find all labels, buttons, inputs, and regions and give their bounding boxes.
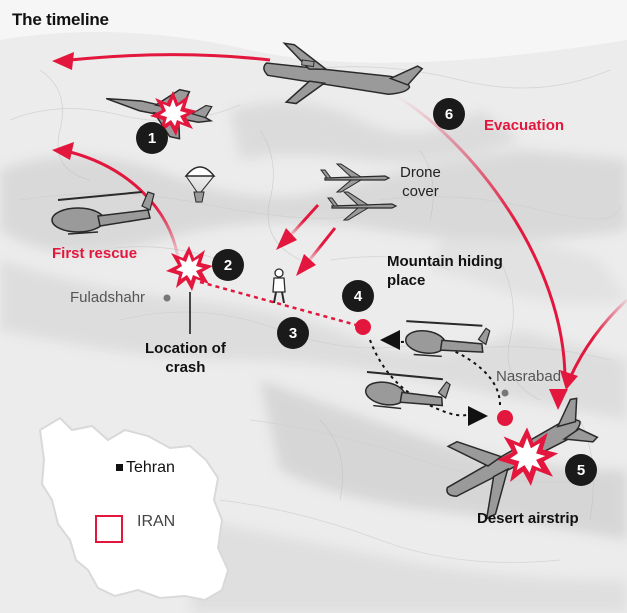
helicopter-icon bbox=[404, 320, 491, 358]
explosion-icon bbox=[497, 427, 559, 486]
helicopter-icon bbox=[364, 370, 451, 410]
desert-airstrip-label: Desert airstrip bbox=[477, 510, 579, 527]
step-marker-3: 3 bbox=[277, 317, 309, 349]
explosion-icon bbox=[166, 246, 213, 291]
map-title: The timeline bbox=[12, 10, 109, 29]
iran-outline bbox=[38, 416, 230, 602]
explosion-icon bbox=[150, 91, 197, 136]
city-marker-icon bbox=[163, 294, 171, 302]
mountain-hiding-label: Mountain hiding place bbox=[387, 253, 503, 289]
step-marker-6: 6 bbox=[433, 98, 465, 130]
area-locator-box bbox=[95, 515, 123, 543]
fuladshahr-label: Fuladshahr bbox=[70, 289, 146, 306]
step-marker-2: 2 bbox=[212, 249, 244, 281]
escape-route bbox=[199, 280, 513, 426]
drone-arrows bbox=[276, 203, 337, 276]
step-marker-4: 4 bbox=[342, 280, 374, 312]
iran-inset bbox=[38, 416, 230, 602]
evacuation-route bbox=[52, 52, 627, 410]
first-rescue-route bbox=[52, 142, 180, 259]
cargo-plane-icon bbox=[263, 42, 424, 105]
drone-icon bbox=[327, 191, 398, 221]
first-rescue-label: First rescue bbox=[52, 245, 138, 262]
evacuation-label: Evacuation bbox=[484, 117, 565, 134]
helicopter-icon bbox=[51, 191, 155, 235]
step-marker-5: 5 bbox=[565, 454, 597, 486]
city-marker-icon bbox=[116, 464, 123, 471]
tehran-label: Tehran bbox=[126, 459, 175, 476]
hiding-place-marker bbox=[355, 319, 371, 335]
nasrabad-label: Nasrabad bbox=[496, 368, 562, 385]
city-marker-icon bbox=[501, 389, 509, 397]
soldier-icon bbox=[272, 268, 286, 304]
iran-label: IRAN bbox=[137, 513, 176, 530]
parachute-icon bbox=[184, 166, 216, 203]
drone-cover-label: Drone cover bbox=[400, 164, 441, 200]
drone-icon bbox=[320, 163, 391, 193]
step-marker-1: 1 bbox=[136, 122, 168, 154]
airstrip-marker bbox=[497, 410, 513, 426]
crash-location-label: Location of crash bbox=[145, 340, 226, 376]
